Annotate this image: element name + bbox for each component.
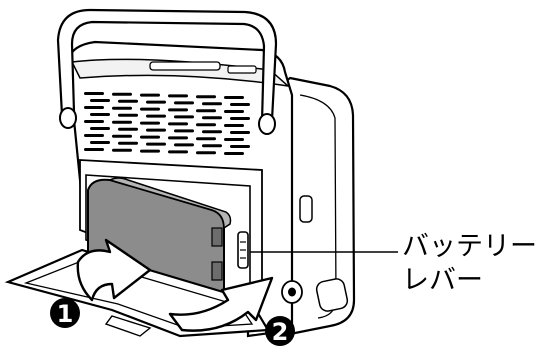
vent-slot [196,123,216,126]
vent-slot [146,143,166,146]
vent-slot [202,116,222,119]
vent-slot [112,121,132,124]
vent-slot [224,110,244,113]
vent-slot [168,122,188,125]
vent-slot [146,115,166,118]
vent-slot [90,99,110,102]
vent-slot [140,122,160,125]
vent-slot [174,129,194,132]
vent-slot [140,136,160,139]
top-slot [150,62,220,70]
vent-slot [118,128,138,131]
vent-slot [230,131,250,134]
dc-in-jack-inner [288,288,296,297]
vent-slot [174,143,194,146]
vent-slot [118,142,138,145]
vent-slot [84,120,104,123]
vent-slot [118,114,138,117]
vent-slot [174,115,194,118]
vent-slot [202,102,222,105]
vent-slot [168,150,188,153]
vent-slot [224,96,244,99]
vent-slot [168,94,188,97]
vent-slot [196,137,216,140]
vent-slot [112,135,132,138]
vent-slot [230,103,250,106]
vent-slot [230,117,250,120]
vent-slot [90,113,110,116]
vent-slot [84,134,104,137]
vent-slot [168,108,188,111]
vent-slot [84,92,104,95]
step-badge-2: 2 [265,316,295,346]
vent-slot [224,152,244,155]
vent-slot [196,95,216,98]
vent-slot [112,107,132,110]
vent-slot [140,94,160,97]
handle-pivot-left [60,108,76,128]
vent-slot [202,144,222,147]
vent-slot [140,150,160,153]
side-switch [315,277,349,312]
vent-slot [90,127,110,130]
side-port [300,196,312,222]
handle-pivot-right [259,114,275,134]
vent-slot [84,106,104,109]
battery-lever [238,232,248,268]
vent-slot [84,148,104,151]
vent-slot [196,151,216,154]
callout-label-line2: レバー [402,267,483,294]
vent-slot [168,136,188,139]
vent-slot [196,109,216,112]
top-button [228,66,256,73]
vent-slot [230,145,250,148]
vent-slot [224,138,244,141]
vent-slot [112,149,132,152]
vent-slot [174,101,194,104]
vent-slot [140,108,160,111]
vent-slot [112,93,132,96]
vent-slot [224,124,244,127]
vent-slot [90,141,110,144]
step-number-2: 2 [272,318,289,346]
vent-slot [202,130,222,133]
step-number-1: 1 [57,300,74,328]
vent-slot [118,100,138,103]
vent-slot [146,129,166,132]
step-badge-1: 1 [50,298,80,328]
vent-slot [146,101,166,104]
callout-label-line1: バッテリー [402,233,537,260]
